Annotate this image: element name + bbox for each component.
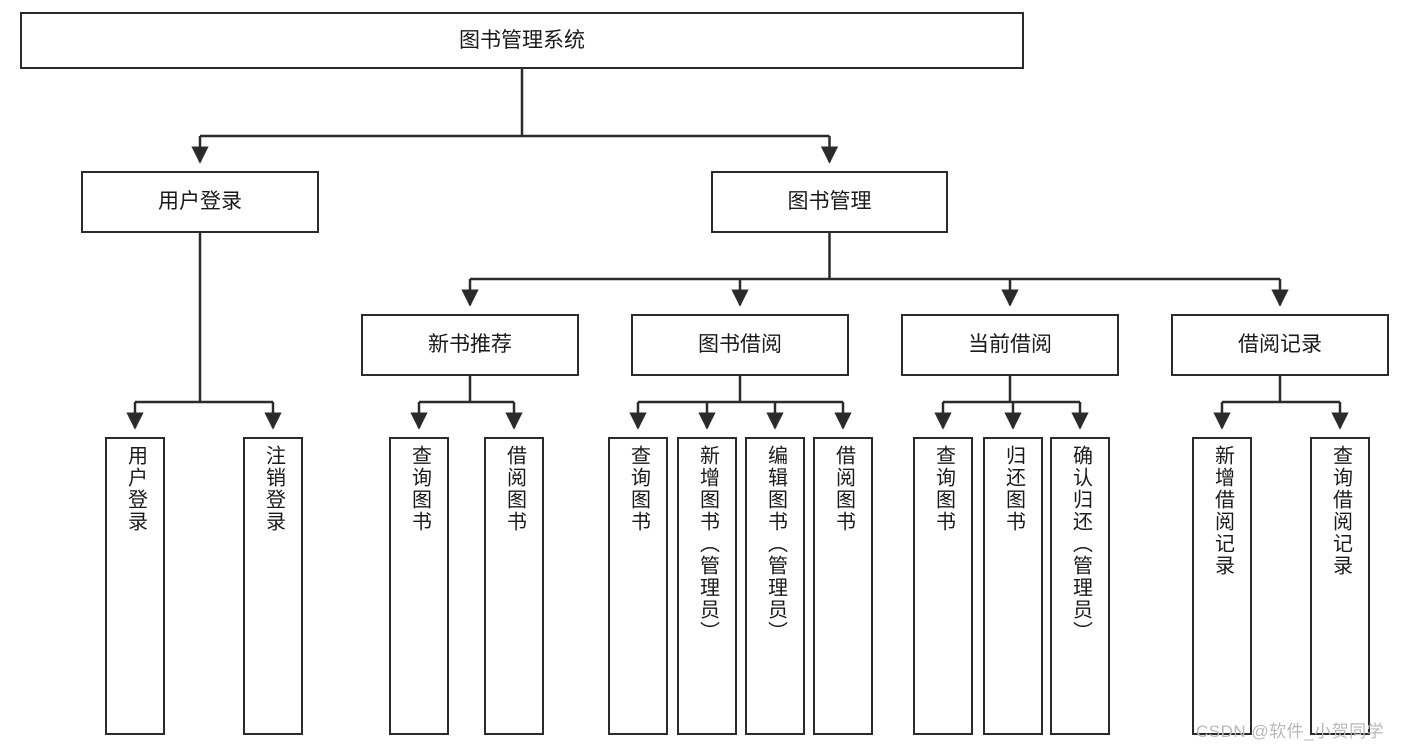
node-book-management[interactable]: 图书管理 xyxy=(711,171,948,233)
node-user-login[interactable]: 用户登录 xyxy=(81,171,319,233)
leaf-logout-label: 注销登录 xyxy=(262,445,285,533)
leaf-borrow-add-book-label: 新增图书（管理员） xyxy=(696,445,719,643)
leaf-current-query-book[interactable]: 查询图书 xyxy=(913,437,973,735)
leaf-record-add[interactable]: 新增借阅记录 xyxy=(1192,437,1252,735)
leaf-user-login[interactable]: 用户登录 xyxy=(105,437,165,735)
leaf-borrow-query-book[interactable]: 查询图书 xyxy=(608,437,668,735)
node-current-borrow-label: 当前借阅 xyxy=(968,333,1052,357)
node-new-book-recommend-label: 新书推荐 xyxy=(428,333,512,357)
node-current-borrow[interactable]: 当前借阅 xyxy=(901,314,1119,376)
node-new-book-recommend[interactable]: 新书推荐 xyxy=(361,314,579,376)
node-user-login-label: 用户登录 xyxy=(158,190,242,214)
leaf-recommend-query-book[interactable]: 查询图书 xyxy=(389,437,449,735)
leaf-logout[interactable]: 注销登录 xyxy=(243,437,303,735)
node-book-management-label: 图书管理 xyxy=(787,190,872,214)
leaf-borrow-edit-book-label: 编辑图书（管理员） xyxy=(764,445,787,643)
node-root-label: 图书管理系统 xyxy=(459,28,585,52)
leaf-recommend-borrow-book[interactable]: 借阅图书 xyxy=(484,437,544,735)
leaf-recommend-query-book-label: 查询图书 xyxy=(408,445,431,533)
leaf-borrow-borrow-book[interactable]: 借阅图书 xyxy=(813,437,873,735)
csdn-watermark: CSDN @软件_小贺同学 xyxy=(1196,722,1385,741)
leaf-record-query-label: 查询借阅记录 xyxy=(1329,445,1352,577)
leaf-user-login-label: 用户登录 xyxy=(124,445,147,533)
leaf-current-query-book-label: 查询图书 xyxy=(932,445,955,533)
leaf-recommend-borrow-book-label: 借阅图书 xyxy=(503,445,526,533)
leaf-borrow-add-book[interactable]: 新增图书（管理员） xyxy=(677,437,737,735)
leaf-current-confirm-return-label: 确认归还（管理员） xyxy=(1069,445,1092,643)
node-book-borrow-label: 图书借阅 xyxy=(698,333,782,357)
leaf-current-return-book-label: 归还图书 xyxy=(1002,445,1025,533)
node-borrow-record-label: 借阅记录 xyxy=(1238,333,1322,357)
node-borrow-record[interactable]: 借阅记录 xyxy=(1171,314,1389,376)
leaf-borrow-borrow-book-label: 借阅图书 xyxy=(832,445,855,533)
leaf-record-query[interactable]: 查询借阅记录 xyxy=(1310,437,1370,735)
node-book-borrow[interactable]: 图书借阅 xyxy=(631,314,849,376)
leaf-borrow-edit-book[interactable]: 编辑图书（管理员） xyxy=(745,437,805,735)
leaf-record-add-label: 新增借阅记录 xyxy=(1211,445,1234,577)
node-root[interactable]: 图书管理系统 xyxy=(20,12,1024,69)
leaf-current-return-book[interactable]: 归还图书 xyxy=(983,437,1043,735)
leaf-current-confirm-return[interactable]: 确认归还（管理员） xyxy=(1050,437,1110,735)
leaf-borrow-query-book-label: 查询图书 xyxy=(627,445,650,533)
